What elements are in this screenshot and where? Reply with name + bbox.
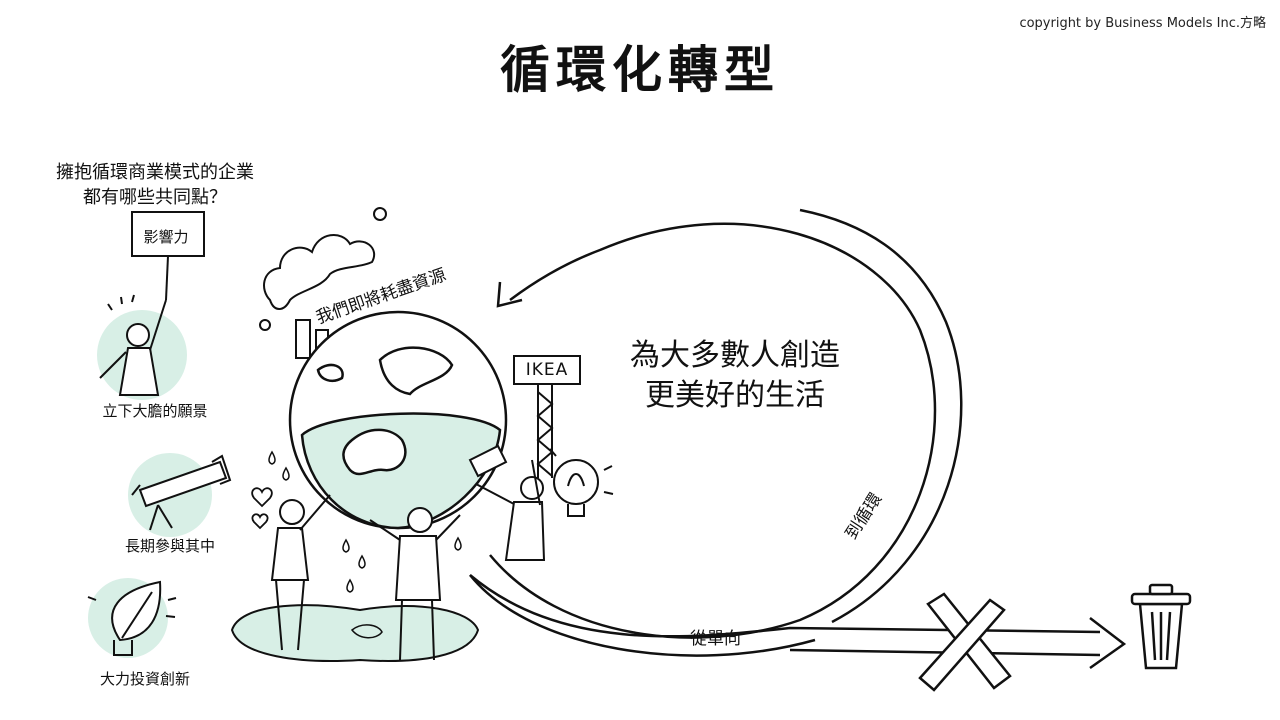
question-line-2: 都有哪些共同點？: [83, 187, 227, 208]
question-line-1: 擁抱循環商業模式的企業: [56, 162, 254, 183]
light-bulb-icon: [549, 448, 614, 517]
influence-icon: [97, 211, 205, 400]
circular-arrow: [469, 208, 963, 657]
linear-label: 從單向: [690, 629, 741, 649]
caption-bold-vision: 立下大膽的願景: [102, 402, 208, 420]
caption-long-term-engagement: 長期參與其中: [124, 537, 215, 555]
influence-sign-label: 影響力: [143, 228, 189, 246]
globe: [288, 310, 508, 530]
factory-smoke: [259, 207, 387, 359]
water-drops: [268, 450, 462, 593]
leaf-bulb-icon: [87, 578, 177, 658]
trash-can-icon: [1130, 583, 1192, 670]
question-text: 擁抱循環商業模式的企業 都有哪些共同點？: [20, 160, 290, 210]
page-title: 循環化轉型: [500, 41, 780, 99]
ikea-tower: [513, 355, 581, 478]
telescope-icon: [128, 453, 232, 537]
center-message-line-2: 更美好的生活: [645, 378, 825, 413]
puddle: [230, 604, 480, 662]
people: [270, 444, 546, 661]
center-message: 為大多數人創造 更美好的生活: [570, 336, 900, 416]
ikea-sign-label: IKEA: [525, 360, 569, 380]
cross-mark: [918, 592, 1012, 692]
caption-invest-innovation: 大力投資創新: [99, 670, 190, 688]
copyright-notice: copyright by Business Models Inc.方略: [1019, 16, 1266, 31]
center-message-line-1: 為大多數人創造: [630, 338, 840, 373]
heart-icons: [251, 487, 273, 530]
